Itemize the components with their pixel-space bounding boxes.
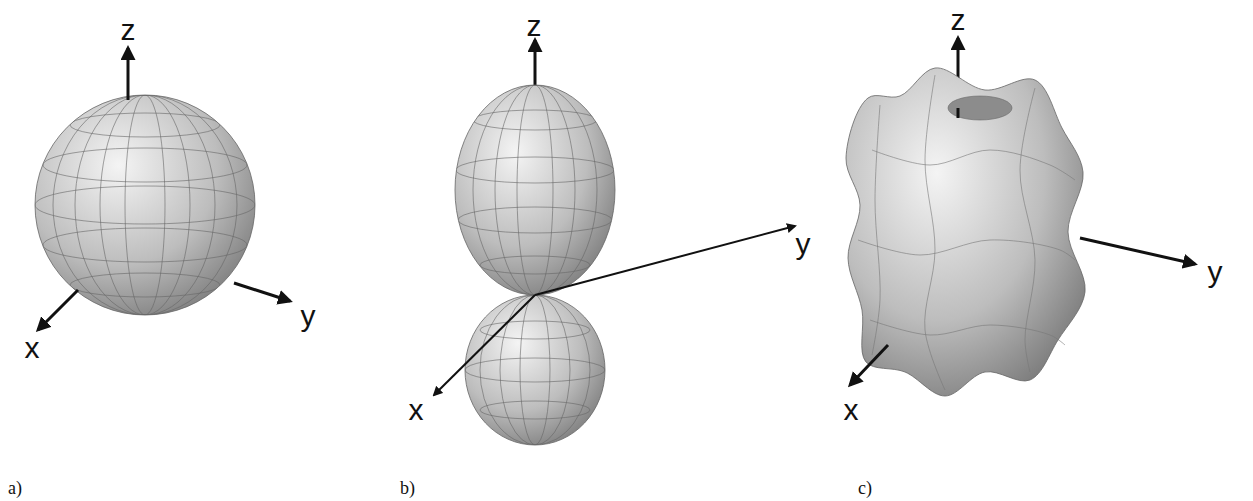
- harmonic-surface: [846, 38, 1195, 396]
- sphere: [35, 48, 290, 330]
- axis-label: y: [301, 301, 316, 331]
- panel-label: a): [8, 479, 22, 497]
- axis-label: x: [844, 395, 859, 425]
- axis-label: x: [409, 395, 424, 425]
- axis-label: z: [527, 11, 542, 41]
- axis-label: y: [1208, 257, 1223, 287]
- panel-label: c): [858, 479, 872, 497]
- axis-label: x: [25, 333, 40, 363]
- axis-label: z: [951, 5, 966, 35]
- panel-label: b): [400, 479, 415, 497]
- dipole-lobes: [434, 40, 795, 445]
- axis-label: y: [796, 229, 811, 259]
- axis-label: z: [121, 15, 136, 45]
